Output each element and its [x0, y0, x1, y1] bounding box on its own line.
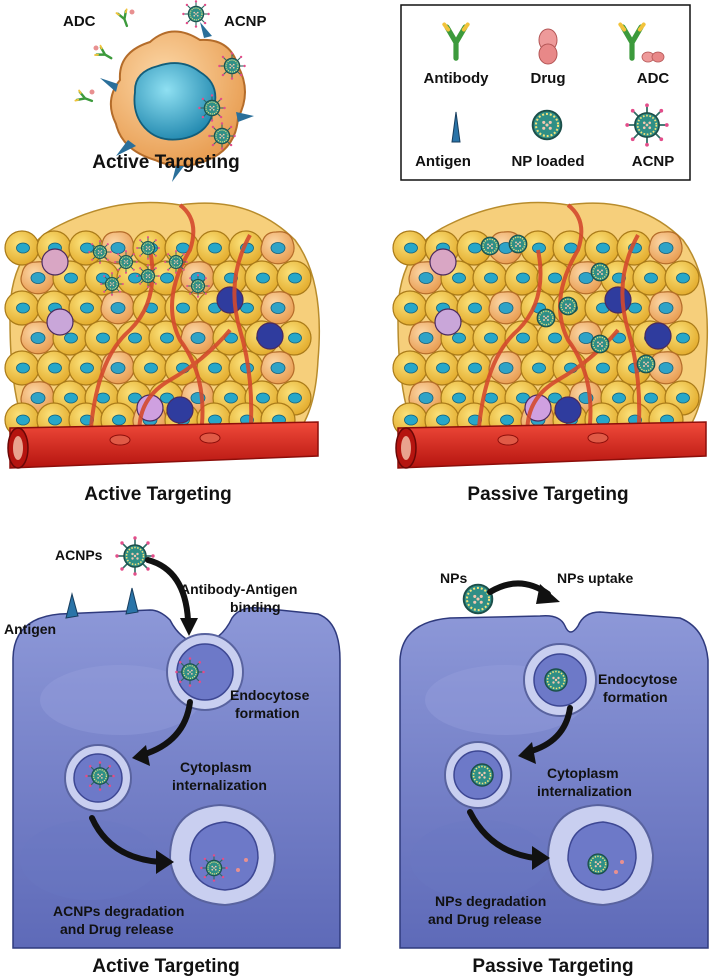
active-bottom-title: Active Targeting — [92, 956, 239, 977]
tumor-cell — [392, 350, 428, 386]
legend-label-np-loaded: NP loaded — [511, 153, 584, 170]
tumor-cell — [4, 350, 40, 386]
tissue-title-passive: Passive Targeting — [467, 484, 628, 505]
degradation-label-1: ACNPs degradation — [53, 903, 184, 919]
acnps-label: ACNPs — [55, 547, 103, 563]
tumor-cell — [456, 290, 492, 326]
tumor-cell — [456, 350, 492, 386]
legend-label-antigen: Antigen — [415, 153, 471, 170]
tumor-cell — [4, 290, 40, 326]
tumor-cell — [472, 260, 508, 296]
legend-box: Antibody Drug ADC Antigen NP loaded ACNP — [400, 4, 691, 181]
tumor-cell — [664, 260, 700, 296]
tumor-cell — [584, 230, 620, 266]
active-uptake-panel: ACNPs Antigen Antibody-Antigen binding E… — [4, 536, 341, 977]
immune-cell — [434, 308, 462, 336]
process-arrows — [89, 557, 193, 865]
np-degradation-label-1: NPs degradation — [435, 893, 546, 909]
tumor-cell — [4, 230, 40, 266]
binding-label-1: Antibody-Antigen — [180, 581, 297, 597]
tumor-cell — [276, 260, 312, 296]
acnp-legend-icon — [625, 103, 668, 146]
internalization-label: internalization — [172, 777, 267, 793]
cytoplasm-label-passive: Cytoplasm — [547, 765, 619, 781]
tumor-cell — [520, 350, 556, 386]
legend-label-adc: ADC — [637, 70, 670, 87]
tumor-tissue-active: Active Targeting — [4, 201, 321, 505]
adc-legend-icon — [620, 24, 665, 63]
degradation-label-2: and Drug release — [60, 921, 174, 937]
tumor-cell — [132, 350, 168, 386]
np-free — [462, 583, 494, 615]
immune-cell — [216, 286, 244, 314]
tumor-cell — [392, 230, 428, 266]
endosome-1 — [166, 633, 244, 711]
tumor-cell — [228, 230, 264, 266]
tumor-cell — [36, 350, 72, 386]
tumor-cell — [648, 231, 683, 265]
np-degradation-label-2: and Drug release — [428, 911, 542, 927]
binding-label-2: binding — [230, 599, 281, 615]
tumor-cell — [100, 291, 135, 325]
immune-cell — [256, 322, 284, 350]
tumor-cell — [260, 231, 295, 265]
tumor-cell — [196, 230, 232, 266]
immune-cell — [429, 248, 457, 276]
tumor-cell — [648, 291, 683, 325]
antigen-icon — [451, 111, 461, 143]
antigen-spikes-membrane — [65, 587, 139, 619]
passive-uptake-panel: NPs NPs uptake Endocytose formation Cyto… — [399, 570, 709, 977]
lysosome-3 — [168, 803, 277, 907]
top-title: Active Targeting — [92, 152, 239, 173]
tumor-cell — [488, 291, 523, 325]
tumor-cell — [68, 350, 104, 386]
endocytose-label-passive: Endocytose — [598, 671, 678, 687]
nps-uptake-label: NPs uptake — [557, 570, 633, 586]
formation-label: formation — [235, 705, 300, 721]
tumor-cell — [392, 290, 428, 326]
adc-icon — [74, 8, 135, 108]
antigen-spikes — [100, 22, 254, 182]
adc-label: ADC — [63, 13, 96, 30]
tumor-cell — [260, 351, 295, 385]
tumor-cell — [244, 260, 280, 296]
internalization-label-passive: internalization — [537, 783, 632, 799]
tumor-cell — [616, 230, 652, 266]
immune-cell — [41, 248, 69, 276]
blood-vessel — [7, 421, 319, 469]
nps-label: NPs — [440, 570, 467, 586]
legend-label-acnp: ACNP — [632, 153, 675, 170]
arrow-heads — [132, 618, 198, 874]
acnp-label: ACNP — [224, 13, 267, 30]
vesicle-2 — [64, 744, 132, 812]
passive-bottom-title: Passive Targeting — [472, 956, 633, 977]
tumor-cell — [260, 291, 295, 325]
tissue-title-active: Active Targeting — [84, 484, 231, 505]
drug-icon — [538, 28, 558, 65]
antigen-label: Antigen — [4, 621, 56, 637]
immune-cell — [166, 396, 194, 424]
legend-label-drug: Drug — [531, 70, 566, 87]
tumor-cell — [68, 290, 104, 326]
immune-cell — [604, 286, 632, 314]
tumor-cell — [424, 350, 460, 386]
immune-cell — [554, 396, 582, 424]
immune-cell — [46, 308, 74, 336]
immune-cell — [644, 322, 672, 350]
np-loaded-icon — [531, 109, 563, 141]
acnp-free — [115, 536, 154, 575]
blood-capillaries — [88, 203, 254, 441]
tumor-cell — [632, 260, 668, 296]
tumor-cell — [504, 260, 540, 296]
endocytose-label: Endocytose — [230, 687, 310, 703]
legend-label-antibody: Antibody — [424, 70, 490, 87]
targeted-cell-illustration: ADC ACNP Active Targeting — [63, 0, 267, 182]
formation-label-passive: formation — [603, 689, 668, 705]
cytoplasm-label: Cytoplasm — [180, 759, 252, 775]
tumor-tissue-passive: Passive Targeting — [392, 201, 709, 505]
